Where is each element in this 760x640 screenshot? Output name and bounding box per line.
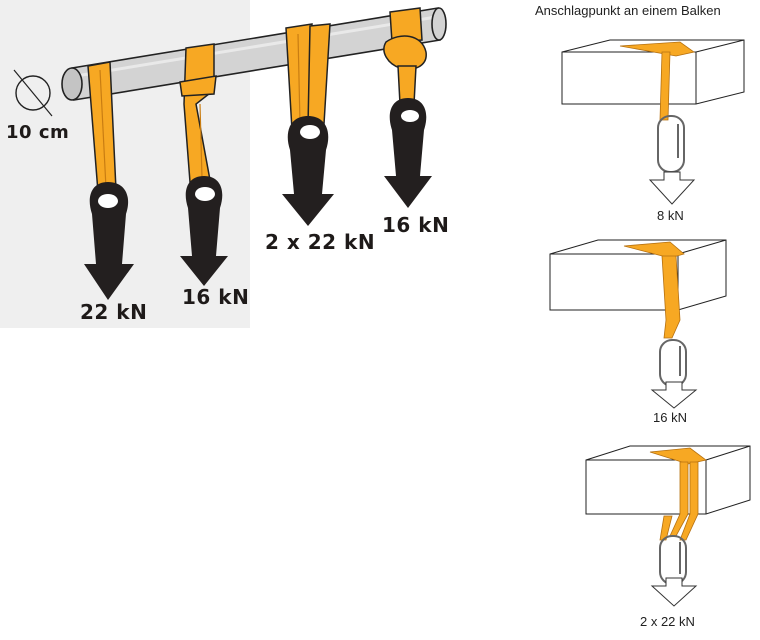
sling-icon <box>383 7 427 105</box>
load-label-2: 16 kN <box>182 285 250 309</box>
config-load-2: 16 kN <box>653 410 687 425</box>
weight-arrow-icon <box>84 182 134 300</box>
load-label-4: 16 kN <box>382 213 450 237</box>
load-arrow-icon <box>648 171 696 205</box>
carabiner-icon <box>657 115 685 173</box>
sling-icon <box>179 43 217 183</box>
carabiner-icon <box>659 339 687 387</box>
load-label-3: 2 x 22 kN <box>265 230 376 254</box>
carabiner-icon <box>659 535 687 585</box>
load-arrow-icon <box>650 381 698 409</box>
beam-icon <box>549 239 727 311</box>
beam-icon <box>561 39 745 105</box>
sling-icon <box>623 241 685 339</box>
weight-arrow-icon <box>282 116 334 226</box>
sling-icon <box>619 41 695 121</box>
right-figure-title: Anschlagpunkt an einem Balken <box>535 3 721 18</box>
bar-icon <box>13 7 447 117</box>
diameter-label: 10 cm <box>6 122 70 143</box>
config-load-1: 8 kN <box>657 208 684 223</box>
load-label-1: 22 kN <box>80 300 148 324</box>
load-arrow-icon <box>650 577 698 607</box>
sling-icon <box>649 447 707 541</box>
weight-arrow-icon <box>180 176 228 286</box>
sling-icon <box>285 23 331 131</box>
weight-arrow-icon <box>384 98 432 208</box>
config-load-3: 2 x 22 kN <box>640 614 695 629</box>
